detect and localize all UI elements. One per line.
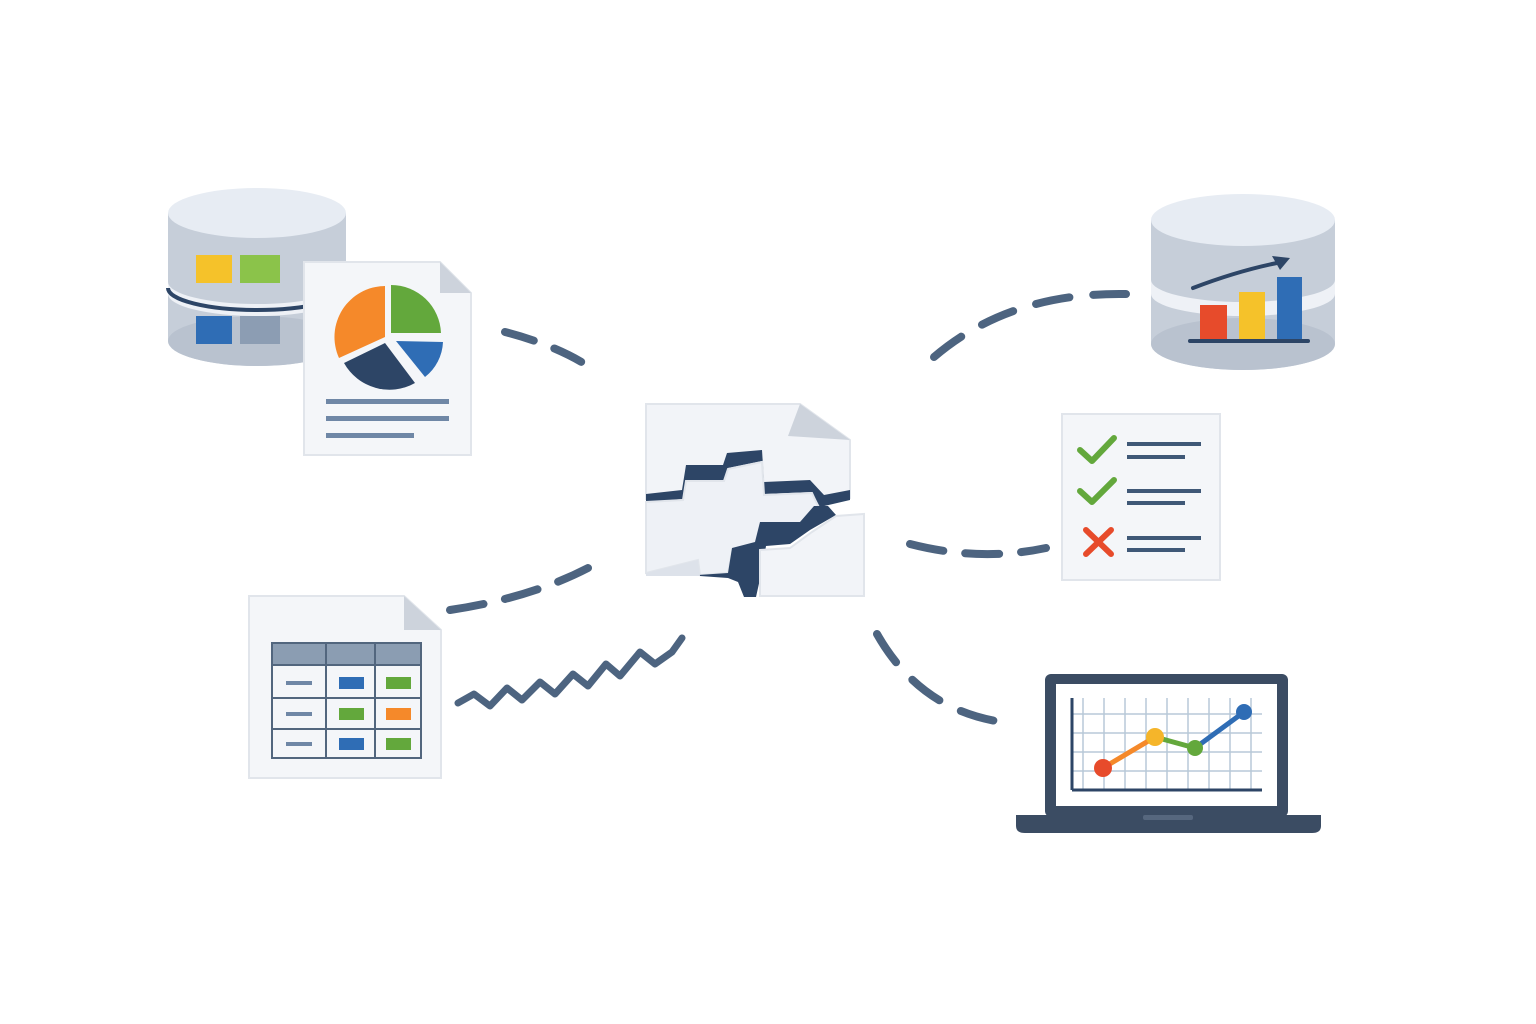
connectors — [446, 289, 1130, 726]
laptop-line-chart-icon — [1016, 674, 1321, 833]
spreadsheet-cell-green-3 — [386, 738, 411, 750]
connector-pie-report-to-central — [501, 328, 592, 370]
connector-spreadsheet-to-central — [446, 564, 592, 614]
broken-document-right-piece — [759, 512, 865, 597]
chart-segment-orange — [1101, 734, 1157, 771]
checklist-line-3a — [1127, 536, 1201, 540]
database-icon — [166, 188, 348, 366]
spreadsheet-dash-2 — [286, 712, 312, 716]
pie-slice-blue — [396, 341, 443, 377]
checklist-line-3b — [1127, 548, 1185, 552]
laptop-base — [1016, 815, 1321, 833]
report-text-line-2 — [326, 416, 449, 421]
cross-icon — [1083, 527, 1114, 557]
analytics-trend-arrow — [1191, 260, 1284, 290]
report-text-line-3 — [326, 433, 414, 438]
analytics-bar-blue — [1277, 277, 1302, 341]
checklist-line-2b — [1127, 501, 1185, 505]
chart-point-yellow — [1146, 728, 1164, 746]
chart-point-blue — [1236, 704, 1252, 720]
database-top — [168, 188, 346, 238]
spreadsheet-header-row — [272, 643, 421, 665]
spreadsheet-cell-green-2 — [339, 708, 364, 720]
connector-zigzag-spreadsheet-to-central — [454, 634, 686, 710]
broken-document-bottom-shadow — [646, 560, 700, 576]
spreadsheet-icon — [248, 595, 442, 779]
broken-document-crack-2 — [698, 506, 836, 597]
pie-slice-orange — [334, 286, 385, 358]
spreadsheet-dash-3 — [286, 742, 312, 746]
chart-point-red — [1094, 759, 1112, 777]
spreadsheet-cell-blue-1 — [339, 677, 364, 689]
checklist-line-2a — [1127, 489, 1201, 493]
pie-slice-green — [391, 285, 441, 333]
connector-central-to-dashboard — [873, 630, 1006, 726]
analytics-database-top — [1151, 194, 1335, 246]
analytics-arrow-head — [1272, 256, 1290, 270]
broken-document-crack-1 — [646, 450, 850, 507]
database-tile-yellow — [196, 255, 232, 283]
connector-central-to-db-analytics — [930, 289, 1130, 361]
database-tile-green — [240, 255, 280, 283]
pie-slice-navy — [344, 343, 415, 390]
analytics-bar-red — [1200, 305, 1227, 341]
check-icon-1 — [1077, 435, 1117, 464]
spreadsheet-cell-green-1 — [386, 677, 411, 689]
broken-document-icon — [645, 403, 865, 597]
chart-segment-blue — [1193, 709, 1246, 751]
chart-point-green — [1187, 740, 1203, 756]
database-tile-blue — [196, 316, 232, 344]
connector-central-to-checklist — [906, 540, 1050, 559]
analytics-bar-yellow — [1239, 292, 1265, 341]
checklist-line-1b — [1127, 455, 1185, 459]
spreadsheet-page-fold — [404, 596, 441, 630]
laptop-trackpad-notch — [1143, 815, 1193, 820]
spreadsheet-cell-orange-1 — [386, 708, 411, 720]
chart-grid — [1072, 698, 1262, 790]
database-bar-chart-icon — [1151, 194, 1335, 370]
pie-chart-report-icon — [303, 261, 472, 456]
spreadsheet-dash-1 — [286, 681, 312, 685]
checklist-icon — [1061, 413, 1221, 581]
database-tile-gray — [240, 316, 280, 344]
check-icon-2 — [1077, 477, 1117, 505]
checklist-line-1a — [1127, 442, 1201, 446]
broken-document-fold — [788, 404, 850, 440]
spreadsheet-grid-outline — [271, 642, 422, 759]
spreadsheet-cell-blue-2 — [339, 738, 364, 750]
report-text-line-1 — [326, 399, 449, 404]
report-page-fold — [440, 262, 471, 293]
